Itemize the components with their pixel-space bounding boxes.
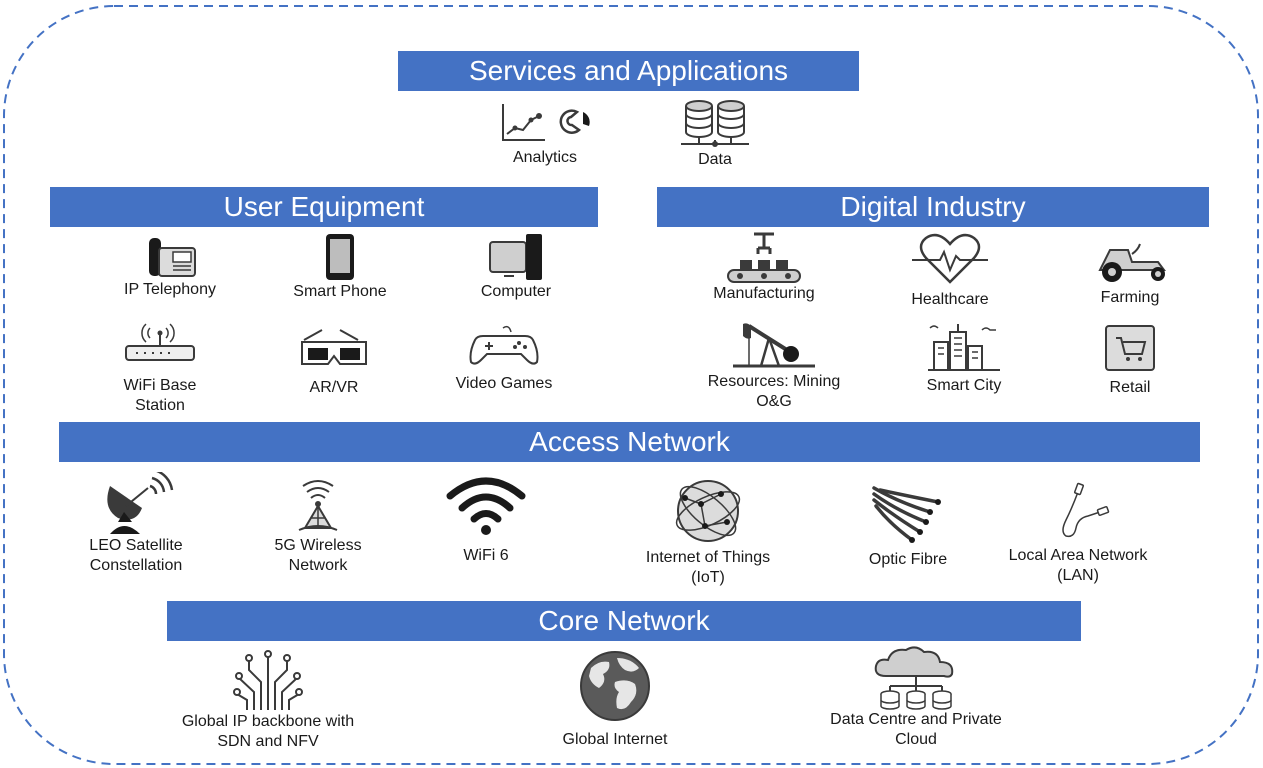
wifi-router-icon [125,323,195,361]
farming-label: Farming [1100,289,1160,306]
optic-fibre-item: Optic Fibre [838,482,978,570]
circuit-icon [233,650,303,710]
farming-item: Farming [1060,240,1200,308]
healthcare-item: Healthcare [880,232,1020,310]
smart-city-item: Smart City [894,320,1034,396]
iot-label-1: Internet of Things [645,549,771,566]
lan-label-2: (LAN) [1057,567,1099,584]
database-icon [681,100,749,147]
computer-item: Computer [446,232,586,302]
services-header: Services and Applications [398,51,859,91]
data-centre-label-2: Cloud [895,731,937,748]
smart-phone-item: Smart Phone [270,232,410,302]
lan-item: Local Area Network (LAN) [988,480,1168,586]
global-ip-backbone-label-2: SDN and NFV [217,733,319,750]
resources-label-2: O&G [756,393,792,410]
heartbeat-icon [912,233,988,284]
tractor-icon [1098,243,1166,282]
shopping-cart-tablet-icon [1105,325,1155,371]
wifi-base-station-label-1: WiFi Base [123,377,197,394]
oil-pump-icon [733,323,815,368]
wifi-base-station-item: WiFi Base Station [90,318,230,416]
optic-fibre-label: Optic Fibre [868,551,948,568]
data-label: Data [698,151,732,168]
data-item: Data [660,98,770,170]
global-ip-backbone-item: Global IP backbone with SDN and NFV [168,648,368,752]
iot-globe-icon [675,480,741,542]
ip-telephony-label: IP Telephony [124,281,216,298]
data-centre-item: Data Centre and Private Cloud [806,644,1026,750]
iot-label-2: (IoT) [691,569,725,586]
retail-item: Retail [1060,324,1200,398]
5g-wireless-label-1: 5G Wireless [274,537,362,554]
wifi-icon [446,477,526,535]
city-buildings-icon [928,324,1000,371]
leo-satellite-item: LEO Satellite Constellation [66,472,206,576]
leo-satellite-label-1: LEO Satellite [89,537,183,554]
iot-item: Internet of Things (IoT) [628,474,788,588]
ip-phone-icon [149,238,196,277]
analytics-label: Analytics [512,149,578,166]
retail-label: Retail [1109,379,1151,396]
smart-phone-label: Smart Phone [293,283,387,300]
5g-wireless-label-2: Network [288,557,348,574]
manufacturing-item: Manufacturing [684,230,844,304]
global-internet-label: Global Internet [562,731,668,748]
user-equipment-header: User Equipment [50,187,598,227]
wifi-6-label: WiFi 6 [463,547,509,564]
wifi-base-station-label-2: Station [135,397,185,414]
manufacturing-label: Manufacturing [713,285,815,302]
video-games-item: Video Games [434,322,574,394]
ar-vr-item: AR/VR [264,326,404,398]
lan-cable-icon [1062,482,1110,538]
ar-vr-label: AR/VR [309,379,359,396]
global-ip-backbone-label-1: Global IP backbone with [181,713,355,730]
resources-item: Resources: Mining O&G [684,320,864,412]
digital-industry-header: Digital Industry [657,187,1209,227]
video-games-label: Video Games [455,375,553,392]
smart-city-label: Smart City [926,377,1002,394]
cloud-datacentre-icon [874,646,954,710]
resources-label-1: Resources: Mining [707,373,841,390]
leo-satellite-label-2: Constellation [89,557,183,574]
wifi-6-item: WiFi 6 [416,474,556,566]
ip-telephony-item: IP Telephony [100,236,240,300]
vr-goggles-icon [301,329,367,365]
lan-label-1: Local Area Network [1008,547,1148,564]
robot-arm-conveyor-icon [727,232,801,283]
global-internet-item: Global Internet [530,648,700,750]
computer-label: Computer [480,283,552,300]
cell-tower-icon [298,480,338,531]
satellite-dish-icon [107,472,174,534]
computer-icon [489,234,542,280]
analytics-icon [502,104,590,141]
5g-wireless-item: 5G Wireless Network [248,474,388,576]
globe-icon [580,651,650,721]
analytics-item: Analytics [490,100,600,168]
core-network-header: Core Network [167,601,1081,641]
gamepad-icon [469,325,539,365]
data-centre-label-1: Data Centre and Private [830,711,1002,728]
access-network-header: Access Network [59,422,1200,462]
optic-fibre-icon [872,486,941,543]
smartphone-icon [326,234,354,280]
healthcare-label: Healthcare [911,291,989,308]
